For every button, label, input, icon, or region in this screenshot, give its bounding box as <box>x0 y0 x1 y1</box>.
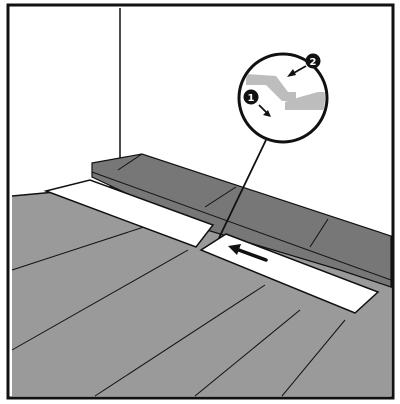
floor-seam <box>194 309 301 397</box>
diagonal-arrow-icon <box>258 104 271 117</box>
installed-row-joint-1 <box>117 153 143 171</box>
board-left <box>43 179 215 248</box>
step-2-number: 2 <box>310 57 317 68</box>
floor-seam <box>11 249 189 351</box>
step-2-badge <box>305 53 321 69</box>
step-1-badge <box>243 89 259 105</box>
diagonal-arrow-icon <box>287 65 307 77</box>
frame <box>6 3 395 400</box>
callout-detail <box>246 74 325 110</box>
installed-row-joint-2 <box>204 186 237 208</box>
callout-board-installed <box>246 74 296 101</box>
board-right-edge <box>225 233 379 293</box>
installed-row-joint-3 <box>309 218 329 248</box>
callout-leader <box>218 139 267 239</box>
floor-seam <box>94 284 266 397</box>
step-1-number: 1 <box>248 93 255 104</box>
floor-seam <box>281 319 346 397</box>
arrow-left-icon <box>228 244 268 262</box>
installed-row <box>91 153 392 288</box>
installed-row-groove <box>91 171 392 281</box>
callout-board-new <box>285 97 325 110</box>
floor-seam <box>11 224 151 271</box>
step-1-marker: 1 <box>243 89 271 117</box>
step-2-marker: 2 <box>287 53 321 77</box>
